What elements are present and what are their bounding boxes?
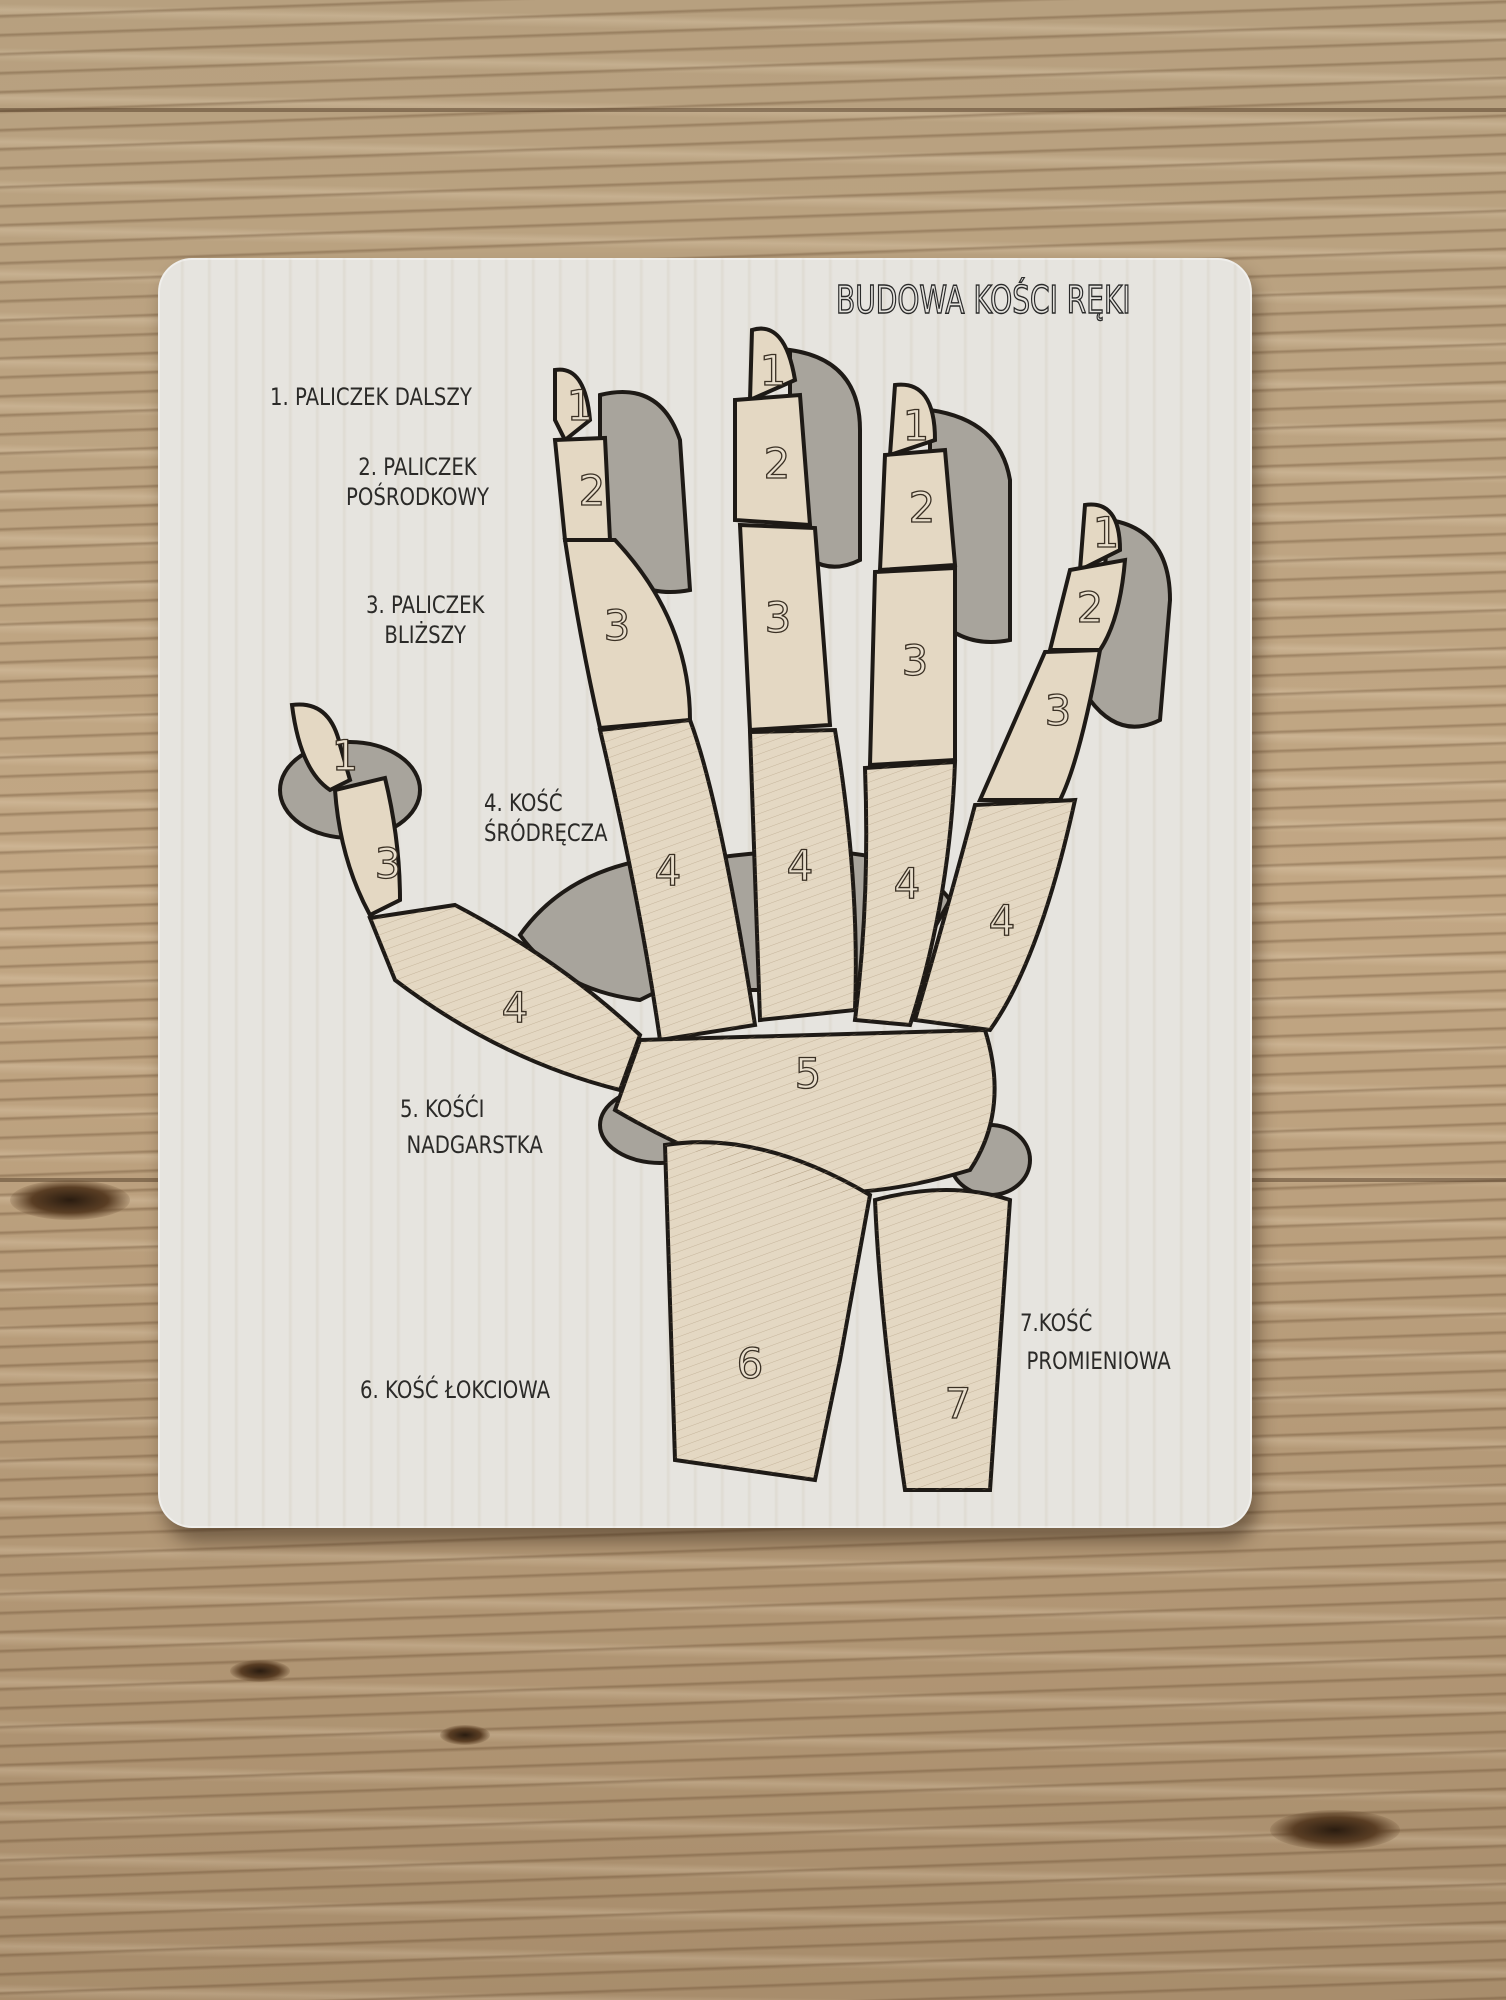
bone-shading <box>370 720 1075 1490</box>
label-text: 3. PALICZEK <box>366 591 485 619</box>
thumb-proximal <box>332 775 403 918</box>
piece-number: 3 <box>902 636 929 685</box>
label-ulna: 6. KOŚĆ ŁOKCIOWA <box>360 1375 550 1405</box>
piece-number: 2 <box>764 439 791 488</box>
table-knot <box>230 1660 290 1682</box>
piece-number: 3 <box>604 601 631 650</box>
label-metacarpal: 4. KOŚĆ ŚRÓDRĘCZA <box>484 788 608 848</box>
table-knot <box>440 1725 490 1745</box>
ring-middle <box>877 447 958 573</box>
piece-number: 1 <box>567 381 594 430</box>
piece-number: 4 <box>787 841 814 890</box>
piece-number: 4 <box>655 846 682 895</box>
label-middle-phalanx: 2. PALICZEK POŚRODKOWY <box>346 452 489 512</box>
piece-number: 1 <box>760 346 787 395</box>
label-text: 4. KOŚĆ <box>484 789 563 817</box>
little-distal <box>1077 502 1123 574</box>
piece-number: 2 <box>1077 583 1104 632</box>
piece-number: 2 <box>579 466 606 515</box>
label-proximal-phalanx: 3. PALICZEK BLIŻSZY <box>366 590 484 650</box>
label-text: 6. KOŚĆ ŁOKCIOWA <box>360 1376 551 1404</box>
middle-proximal <box>737 522 833 733</box>
middle-middle <box>733 392 813 528</box>
piece-number: 4 <box>989 896 1016 945</box>
label-text: POŚRODKOWY <box>346 483 489 511</box>
table-knot <box>1270 1810 1400 1850</box>
piece-number: 3 <box>1045 686 1072 735</box>
middle-distal <box>747 326 798 404</box>
piece-number: 1 <box>903 401 930 450</box>
label-text: NADGARSTKA <box>406 1131 543 1159</box>
label-text: PROMIENIOWA <box>1026 1347 1171 1375</box>
thumb-distal <box>289 702 353 793</box>
label-text: BLIŻSZY <box>384 621 467 649</box>
piece-number: 3 <box>765 593 792 642</box>
piece-number: 4 <box>894 859 921 908</box>
label-radius: 7.KOŚĆ PROMIENIOWA <box>1020 1308 1171 1376</box>
piece-number: 5 <box>795 1049 822 1098</box>
label-text: 2. PALICZEK <box>358 453 477 481</box>
board-title: BUDOWA KOŚCI RĘKI <box>835 277 1131 322</box>
piece-number: 1 <box>1093 508 1120 557</box>
ring-distal <box>887 382 938 458</box>
label-text: 7.KOŚĆ <box>1020 1309 1093 1337</box>
little-proximal <box>976 647 1103 802</box>
bone-numbers: 1 3 4 1 2 3 4 1 2 3 4 1 2 3 4 1 2 3 4 5 … <box>331 345 1120 1428</box>
label-carpals: 5. KOŚĆI NADGARSTKA <box>400 1094 543 1160</box>
label-distal-phalanx: 1. PALICZEK DALSZY <box>270 382 472 412</box>
piece-number: 6 <box>737 1339 764 1388</box>
piece-number: 7 <box>945 1379 972 1428</box>
piece-number: 3 <box>375 839 402 888</box>
piece-number: 1 <box>332 731 359 780</box>
label-text: 1. PALICZEK DALSZY <box>270 383 472 411</box>
table-knot <box>10 1180 130 1220</box>
index-distal <box>553 367 593 444</box>
table-plank-seam <box>0 108 1506 112</box>
piece-number: 2 <box>909 483 936 532</box>
piece-number: 4 <box>502 983 529 1032</box>
label-text: 5. KOŚĆI <box>400 1095 485 1123</box>
label-text: ŚRÓDRĘCZA <box>484 819 608 847</box>
